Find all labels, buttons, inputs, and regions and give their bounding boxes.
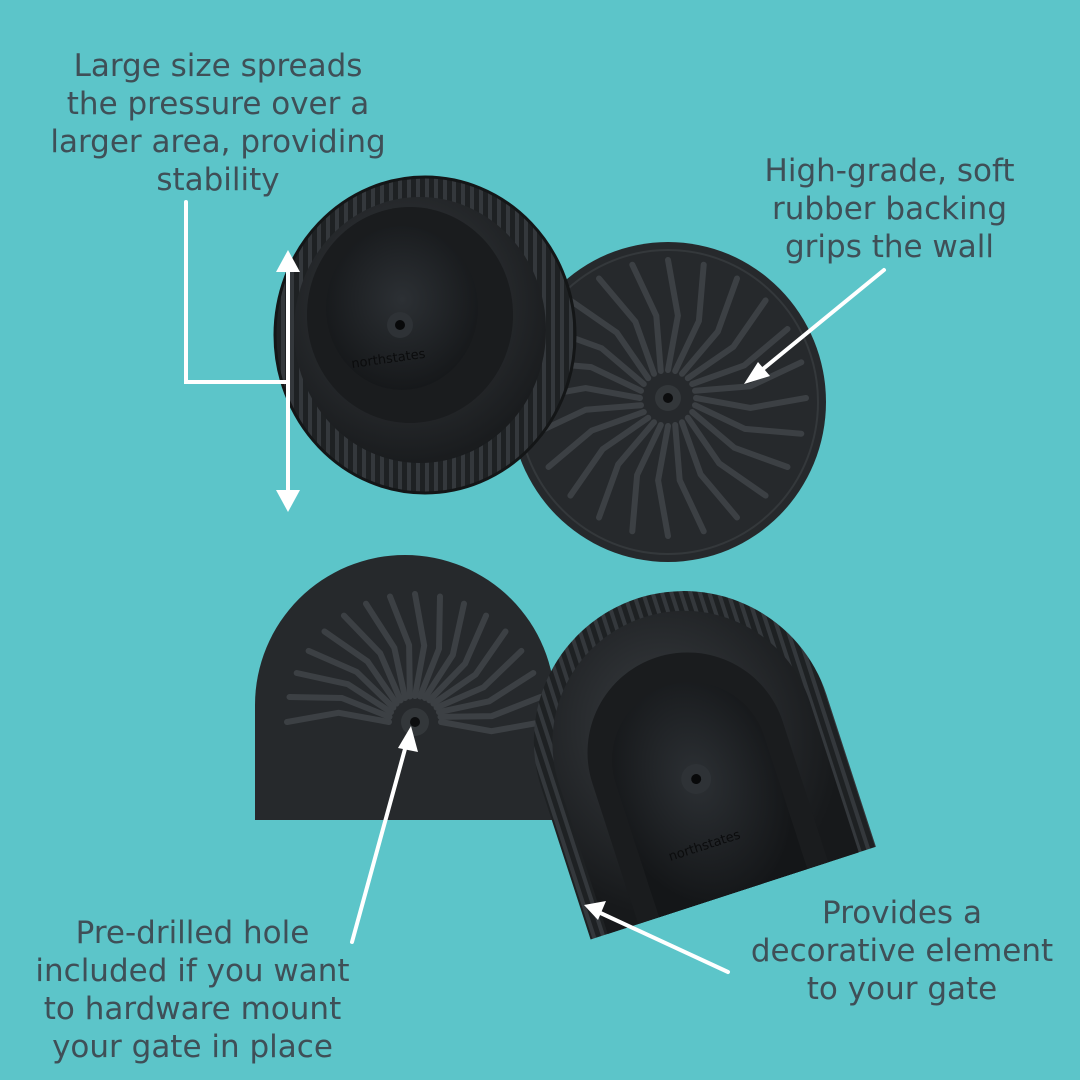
rubber-ridge <box>545 409 647 470</box>
round-cup: northstates <box>273 175 577 495</box>
arrowhead-rubber-icon <box>744 362 770 384</box>
rubber-ridge <box>692 402 805 437</box>
callout-rubber-backing: High-grade, soft rubber backing grips th… <box>764 153 1015 265</box>
arrowhead-down-icon <box>276 490 300 512</box>
round-rubber-backing <box>510 242 826 562</box>
flat-cup: northstates <box>533 590 876 940</box>
rubber-ridge <box>596 275 657 377</box>
rubber-ridge <box>321 628 400 707</box>
callout-large-size: Large size spreads the pressure over a l… <box>50 48 386 198</box>
rubber-ridge <box>438 719 546 735</box>
rubber-ridge <box>672 422 707 535</box>
rubber-ridge <box>387 593 413 700</box>
rubber-ridge <box>433 647 525 711</box>
rubber-ridge <box>363 600 409 701</box>
rubber-ridge <box>293 670 394 716</box>
callout-decorative-element: Provides a decorative element to your ga… <box>750 895 1054 1007</box>
rubber-ridge <box>531 402 644 437</box>
callout-pre-drilled-hole: Pre-drilled hole included if you want to… <box>35 915 350 1065</box>
rubber-ridge <box>436 670 537 716</box>
rubber-ridge <box>412 591 428 699</box>
rubber-ridge <box>689 409 791 470</box>
rubber-ridge <box>417 593 443 700</box>
flat-rubber-backing <box>255 555 555 820</box>
rubber-ridge <box>284 709 392 725</box>
rubber-ridge <box>692 359 805 394</box>
rubber-ridge <box>629 422 664 535</box>
rubber-ridge <box>567 297 652 382</box>
rubber-ridge <box>430 628 509 707</box>
rubber-ridge <box>596 419 657 521</box>
rubber-ridge <box>567 414 652 499</box>
rubber-ridge <box>286 694 393 720</box>
rubber-ridge <box>684 414 769 499</box>
rubber-ridge <box>679 419 740 521</box>
decorative-arrow-line <box>592 908 730 974</box>
rubber-ridge <box>672 261 707 374</box>
size-bracket-line <box>184 200 290 384</box>
arrowhead-decorative-icon <box>584 901 606 920</box>
rubber-ridge <box>665 257 681 373</box>
rubber-ridge <box>689 326 791 387</box>
rubber-ridge <box>629 261 664 374</box>
arrowhead-up-icon <box>276 250 300 272</box>
rubber-ridge <box>693 395 809 411</box>
rubber-ridge <box>655 423 671 539</box>
rubber-arrow-line <box>750 268 886 380</box>
rubber-ridge <box>340 612 404 704</box>
arrowhead-hole-icon <box>398 726 418 752</box>
rubber-ridge <box>305 647 397 711</box>
rubber-ridge <box>437 694 544 720</box>
rubber-ridge <box>679 275 740 377</box>
hole-arrow-line <box>350 736 410 944</box>
rubber-ridge <box>426 612 490 704</box>
rubber-ridge <box>684 297 769 382</box>
rubber-ridge <box>421 600 467 701</box>
